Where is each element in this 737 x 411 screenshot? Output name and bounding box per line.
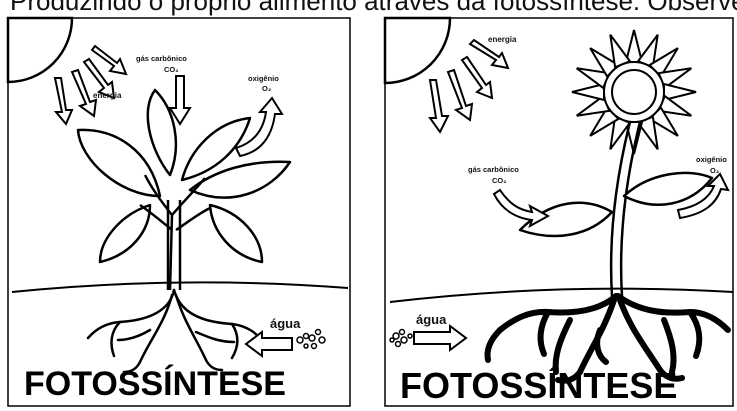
o2-formula-label: O₂	[710, 166, 719, 175]
co2-formula-label: CO₂	[492, 176, 507, 185]
water-label: água	[270, 316, 301, 331]
o2-formula-label: O₂	[262, 84, 271, 93]
panel-left-title: FOTOSSÍNTESE	[24, 365, 286, 403]
co2-name-label: gás carbônico	[136, 54, 187, 63]
co2-formula-label: CO₂	[164, 65, 179, 74]
energy-label: energia	[93, 91, 122, 100]
co2-name-label: gás carbônico	[468, 165, 519, 174]
o2-name-label: oxigênio	[248, 74, 279, 83]
panel-right-title: FOTOSSÍNTESE	[400, 365, 677, 406]
water-label: água	[416, 312, 447, 327]
panel-right: energia	[385, 18, 733, 406]
energy-label: energia	[488, 35, 517, 44]
panel-left: energia gás carbônico CO₂ oxigênio O₂	[8, 18, 350, 406]
o2-name-label: oxigênio	[696, 155, 727, 164]
sunflower-icon	[572, 30, 696, 154]
